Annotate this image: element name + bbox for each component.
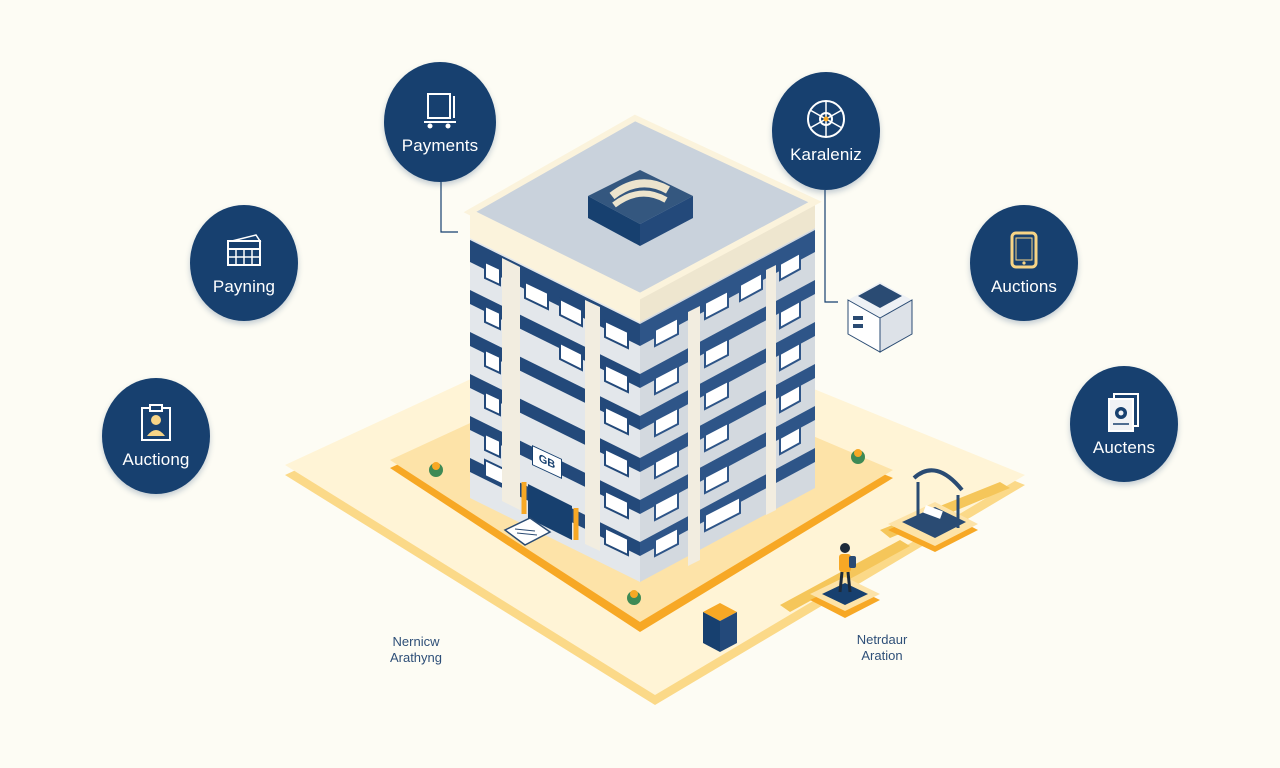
node-auctiong[interactable]: Auctiong <box>102 378 210 494</box>
kiosk <box>912 468 964 528</box>
caption-left-line2: Arathyng <box>389 650 443 665</box>
caption-right-line2: Aration <box>861 648 903 663</box>
node-karaleniz[interactable]: Karaleniz <box>772 72 880 190</box>
node-label: Auctens <box>1092 438 1156 457</box>
building <box>463 114 822 582</box>
card-icon <box>227 234 262 266</box>
node-label: Payning <box>212 277 276 296</box>
connector-lines <box>440 180 838 303</box>
node-payning[interactable]: Payning <box>190 205 298 321</box>
caption-right-line1: Netrdaur <box>856 632 908 647</box>
node-label: Karaleniz <box>790 145 862 164</box>
node-label: Auctiong <box>122 450 190 469</box>
caption-left: Nernicw Arathyng <box>376 634 456 666</box>
network-icon <box>807 100 845 138</box>
person <box>838 543 856 593</box>
node-label: Payments <box>401 136 479 155</box>
person-platform <box>810 577 880 618</box>
caption-left-line1: Nernicw <box>392 634 440 649</box>
tablet-icon <box>1010 231 1038 269</box>
node-label: Auctions <box>990 277 1057 296</box>
ticket-machine <box>847 282 913 353</box>
node-payments[interactable]: Payments <box>384 62 496 182</box>
document-icon <box>1108 393 1139 432</box>
node-auctions[interactable]: Auctions <box>970 205 1078 321</box>
caption-right: Netrdaur Aration <box>842 632 922 664</box>
ground-sign <box>503 517 552 546</box>
node-auctens[interactable]: Auctens <box>1070 366 1178 482</box>
id-badge-icon <box>141 404 171 441</box>
shrubs <box>429 449 865 605</box>
cart-icon <box>424 93 456 129</box>
mailbox <box>703 603 737 652</box>
